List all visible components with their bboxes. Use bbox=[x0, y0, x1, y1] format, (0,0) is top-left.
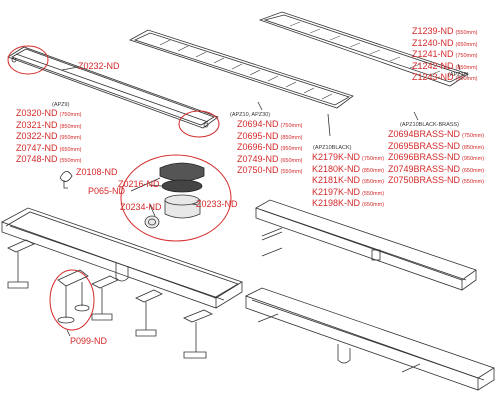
siphon-assembly bbox=[144, 162, 205, 229]
leader-p065 bbox=[130, 177, 161, 192]
part-apz10black-4: K2197K-ND(550mm) bbox=[312, 186, 385, 197]
highlighted-leg-pair bbox=[57, 269, 90, 324]
leader-apz10black bbox=[327, 113, 331, 137]
group-apz9: (APZ9) bbox=[52, 102, 70, 108]
group-apz10-30: (APZ10, APZ30) bbox=[230, 112, 271, 118]
apz10-grate bbox=[129, 29, 354, 109]
label-z0108: Z0108-ND bbox=[76, 167, 118, 177]
parts-list-brass: Z0694BRASS-ND(750mm) Z0695BRASS-ND(850mm… bbox=[388, 130, 484, 188]
part-apz10black-2: K2180K-ND(850mm) bbox=[312, 163, 385, 174]
leader-z0216 bbox=[148, 184, 163, 187]
leader-z0232 bbox=[61, 66, 79, 71]
label-z0233: Z0233-ND bbox=[196, 199, 238, 209]
label-z0232: Z0232-ND bbox=[78, 61, 120, 71]
grate-end-highlight-right bbox=[178, 110, 220, 138]
grate-end-highlight-left bbox=[7, 45, 49, 75]
apz18-grate bbox=[258, 11, 469, 87]
label-p099: P099-ND bbox=[70, 336, 108, 346]
spring-clip bbox=[59, 171, 73, 189]
group-apz18: (APZ18) bbox=[448, 72, 469, 78]
part-apz10-5: Z0750-ND(550mm) bbox=[237, 165, 303, 176]
part-apz18-5: Z1243-ND(950mm) bbox=[412, 72, 478, 83]
part-apz9-1: Z0320-ND(750mm) bbox=[16, 108, 82, 119]
label-p065: P065-ND bbox=[88, 186, 126, 196]
part-apz18-4: Z1242-ND(850mm) bbox=[412, 60, 478, 71]
part-brass-4: Z0749BRASS-ND(650mm) bbox=[388, 163, 485, 174]
part-apz10-1: Z0694-ND(750mm) bbox=[237, 119, 303, 130]
part-apz9-5: Z0748-ND(550mm) bbox=[16, 154, 82, 165]
leader-z0234 bbox=[149, 204, 156, 217]
part-apz10black-3: K2181K-ND(950mm) bbox=[312, 175, 385, 186]
leader-apz18 bbox=[457, 63, 461, 71]
part-apz9-2: Z0321-ND(850mm) bbox=[16, 119, 82, 130]
parts-list-apz10: Z0694-ND(750mm) Z0695-ND(850mm) Z0696-ND… bbox=[237, 120, 303, 178]
leader-brass bbox=[413, 111, 419, 121]
right-channel-lower bbox=[244, 287, 495, 391]
part-apz18-1: Z1239-ND(550mm) bbox=[412, 26, 478, 37]
parts-list-apz9: Z0320-ND(750mm) Z0321-ND(850mm) Z0322-ND… bbox=[16, 109, 82, 167]
part-brass-5: Z0750BRASS-ND(550mm) bbox=[388, 175, 485, 186]
part-apz10-4: Z0749-ND(650mm) bbox=[237, 153, 303, 164]
part-apz18-2: Z1240-ND(650mm) bbox=[412, 37, 478, 48]
group-apz10black-brass: (APZ10BLACK-BRASS) bbox=[400, 122, 459, 128]
apz9-grate bbox=[7, 46, 219, 129]
label-z0234: Z0234-ND bbox=[120, 202, 162, 212]
part-apz10black-1: K2179K-ND(750mm) bbox=[312, 152, 385, 163]
right-channel-upper bbox=[255, 199, 477, 291]
part-brass-1: Z0694BRASS-ND(750mm) bbox=[388, 129, 485, 140]
part-apz9-3: Z0322-ND(950mm) bbox=[16, 131, 82, 142]
leader-apz10 bbox=[257, 101, 263, 111]
part-brass-2: Z0695BRASS-ND(850mm) bbox=[388, 140, 485, 151]
adjustable-legs-left bbox=[7, 239, 213, 359]
group-apz10black: (APZ10BLACK) bbox=[313, 145, 352, 151]
legs-highlight bbox=[49, 269, 95, 331]
left-channel-body bbox=[1, 207, 243, 309]
label-z0216: Z0216-ND bbox=[118, 179, 160, 189]
parts-list-apz10black: K2179K-ND(750mm) K2180K-ND(850mm) K2181K… bbox=[312, 153, 384, 211]
part-brass-3: Z0696BRASS-ND(950mm) bbox=[388, 152, 485, 163]
siphon-highlight bbox=[120, 154, 232, 242]
leader-p099 bbox=[66, 329, 71, 337]
part-apz10-3: Z0696-ND(950mm) bbox=[237, 142, 303, 153]
parts-list-apz18: Z1239-ND(550mm) Z1240-ND(650mm) Z1241-ND… bbox=[412, 27, 478, 85]
part-apz10-2: Z0695-ND(850mm) bbox=[237, 130, 303, 141]
part-apz10black-5: K2198K-ND(650mm) bbox=[312, 198, 385, 209]
part-apz9-4: Z0747-ND(650mm) bbox=[16, 142, 82, 153]
part-apz18-3: Z1241-ND(750mm) bbox=[412, 49, 478, 60]
leader-z0233 bbox=[191, 203, 199, 206]
